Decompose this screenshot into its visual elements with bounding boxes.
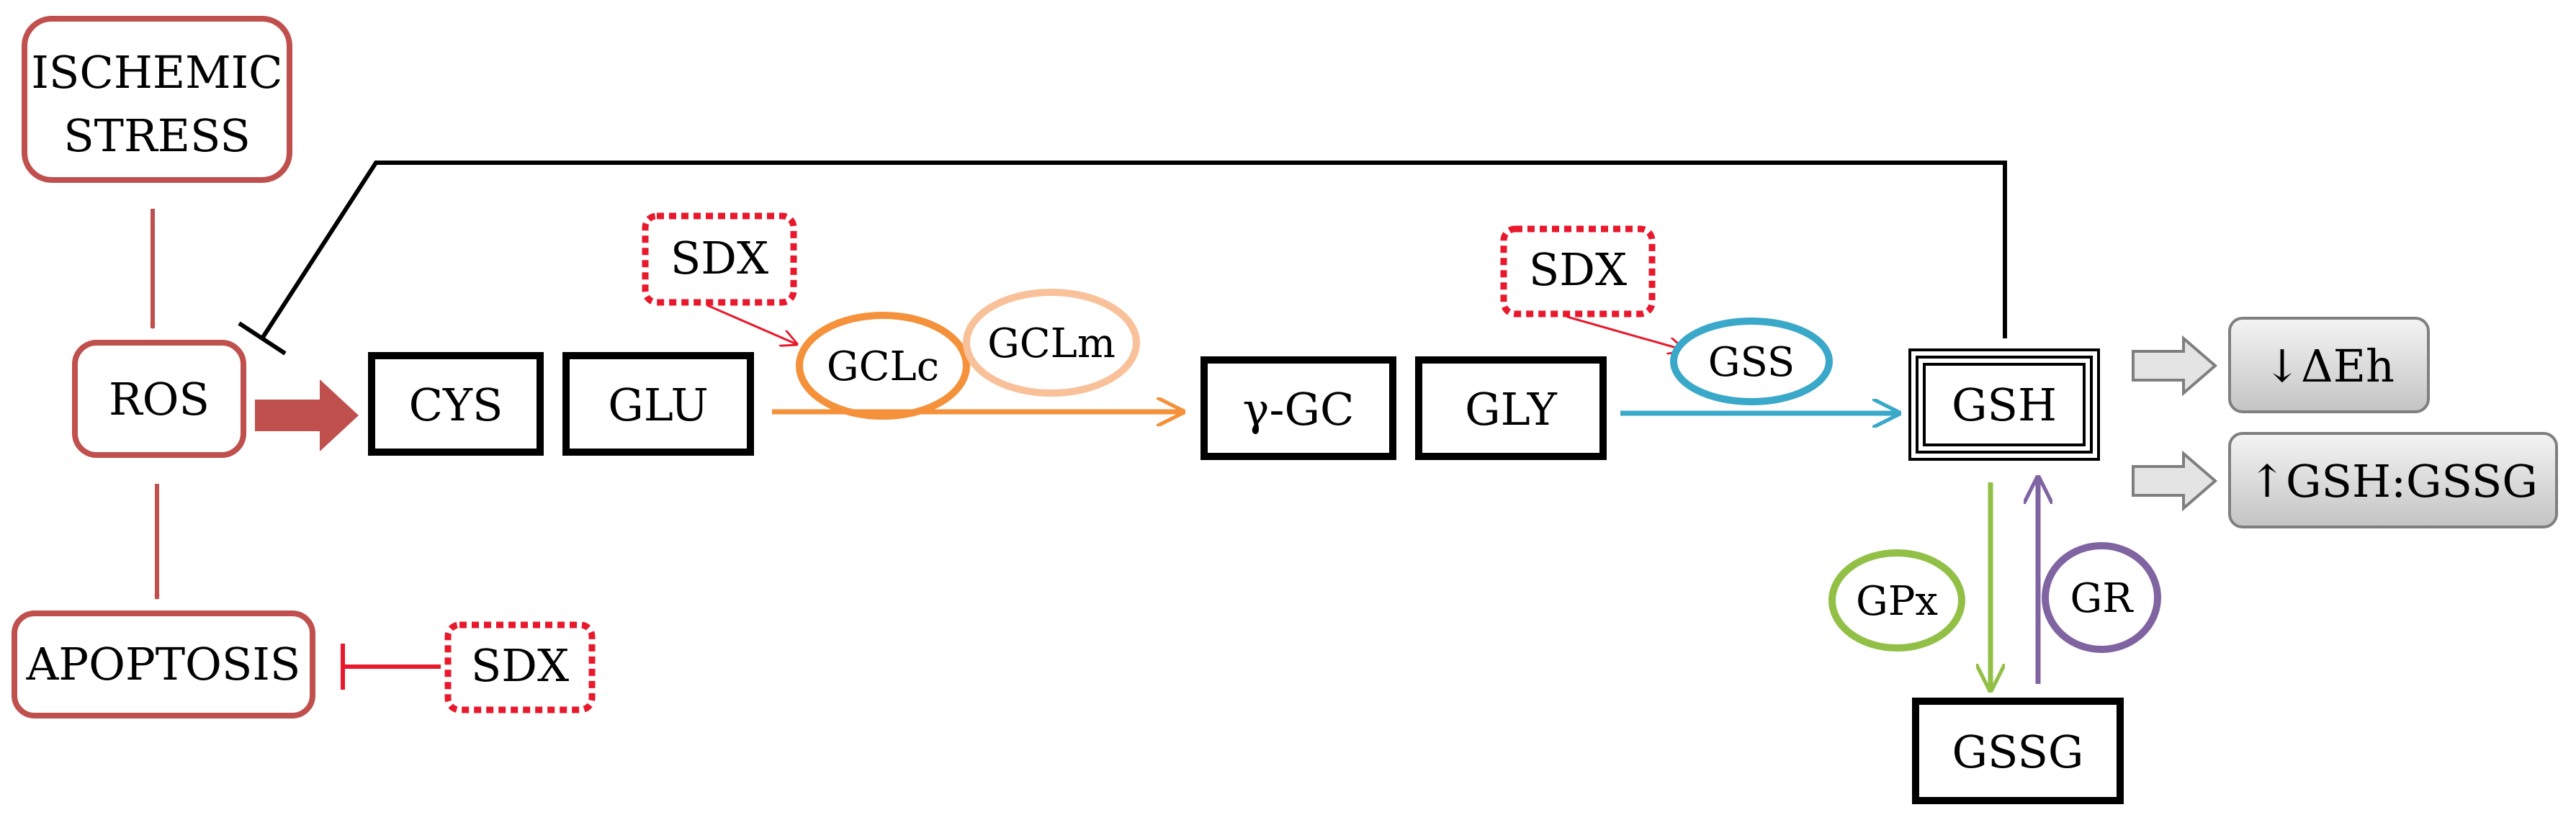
outcome-eh-label: ↓ΔEh bbox=[2263, 340, 2395, 392]
apoptosis-node: APOPTOSIS bbox=[12, 611, 315, 718]
gclm-label: GCLm bbox=[987, 320, 1116, 367]
sdx-gcl-node: SDX bbox=[642, 212, 797, 306]
gr-label: GR bbox=[2070, 575, 2135, 622]
sdx-to-gclc-arrow bbox=[706, 304, 796, 344]
sdx-to-gss-arrow bbox=[1566, 315, 1684, 350]
gclc-enzyme: GCLc bbox=[796, 312, 970, 420]
gly-node: GLY bbox=[1415, 356, 1607, 460]
outcome-ratio-label: ↑GSH:GSSG bbox=[2248, 455, 2538, 508]
ischemic-stress-label-line1: ISCHEMIC bbox=[31, 46, 282, 99]
gsh-node: GSH bbox=[1908, 348, 2100, 461]
ros-to-cys-block-arrow bbox=[255, 379, 359, 451]
gsh-feedback-inhibition-line bbox=[260, 161, 2007, 340]
gclc-label: GCLc bbox=[827, 343, 939, 390]
cys-node: CYS bbox=[368, 352, 544, 456]
sdx-apoptosis-node: SDX bbox=[444, 621, 596, 713]
sdx-inhibits-apoptosis bbox=[341, 644, 441, 690]
gpx-label: GPx bbox=[1856, 578, 1938, 625]
glu-node: GLU bbox=[562, 352, 754, 456]
ros-node: ROS bbox=[72, 340, 246, 458]
ischemic-stress-node: ISCHEMIC STRESS bbox=[22, 16, 292, 183]
gr-enzyme: GR bbox=[2042, 542, 2161, 653]
sdx-gss-label: SDX bbox=[1529, 243, 1627, 296]
gamma-gc-label: γ-GC bbox=[1243, 383, 1355, 436]
gclm-enzyme: GCLm bbox=[963, 289, 1140, 397]
sdx-apoptosis-label: SDX bbox=[471, 639, 569, 692]
ros-label: ROS bbox=[109, 373, 210, 425]
gss-enzyme: GSS bbox=[1670, 317, 1833, 405]
glu-label: GLU bbox=[608, 379, 709, 431]
apoptosis-label: APOPTOSIS bbox=[26, 638, 301, 690]
cys-label: CYS bbox=[409, 379, 503, 431]
outcome-ratio-box: ↑GSH:GSSG bbox=[2228, 432, 2558, 528]
feedback-inhibition-bar bbox=[238, 321, 287, 356]
sdx-gss-node: SDX bbox=[1500, 225, 1656, 317]
sdx-gcl-label: SDX bbox=[670, 232, 768, 284]
gpx-enzyme: GPx bbox=[1828, 549, 1965, 652]
gssg-node: GSSG bbox=[1912, 698, 2124, 804]
gamma-gc-node: γ-GC bbox=[1201, 356, 1396, 460]
gsh-label: GSH bbox=[1952, 379, 2057, 431]
gsh-outcome-arrow-1 bbox=[2132, 335, 2218, 397]
gly-label: GLY bbox=[1465, 383, 1558, 436]
ischemic-stress-label-line2: STRESS bbox=[63, 109, 251, 162]
gss-label: GSS bbox=[1708, 339, 1795, 386]
gssg-label: GSSG bbox=[1952, 726, 2084, 778]
gsh-outcome-arrow-2 bbox=[2132, 450, 2218, 512]
outcome-eh-box: ↓ΔEh bbox=[2228, 317, 2430, 413]
